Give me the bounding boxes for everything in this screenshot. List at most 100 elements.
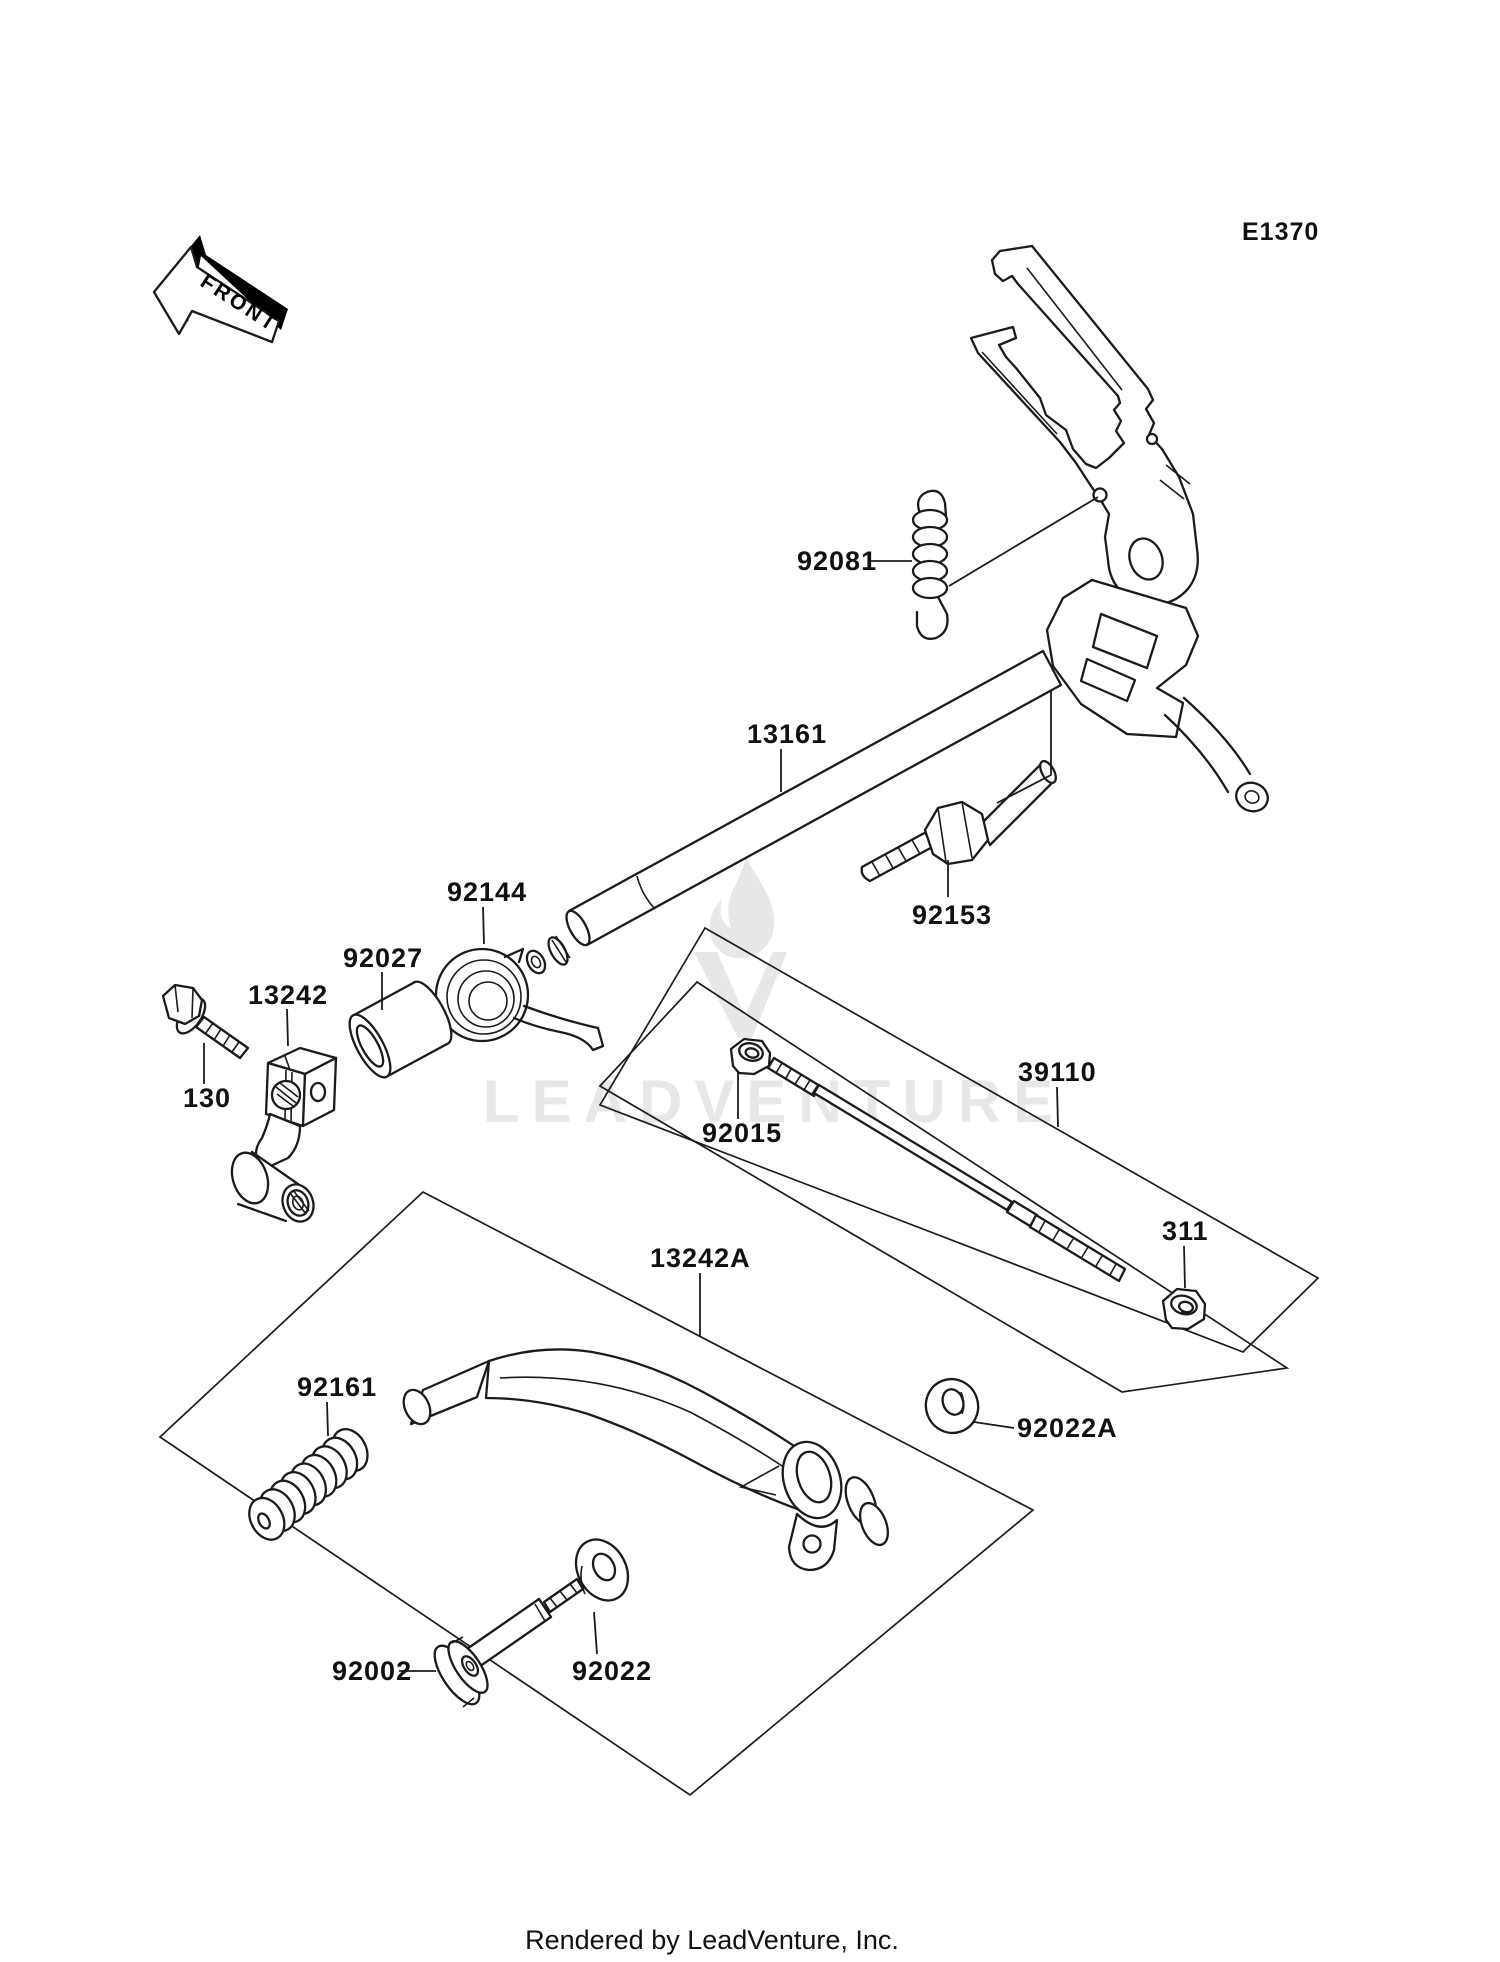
drawing-primitive xyxy=(446,959,522,1035)
drawing-primitive xyxy=(812,1083,1014,1212)
drawing-primitive xyxy=(236,1150,300,1223)
drawing-primitive xyxy=(911,576,949,600)
drawing-primitive xyxy=(915,595,949,640)
part-number-13242A[interactable]: 13242A xyxy=(650,1243,751,1273)
assembly-group-outlines xyxy=(158,926,1320,1797)
part-number-92022[interactable]: 92022 xyxy=(572,1656,652,1686)
drawing-primitive xyxy=(1235,781,1269,813)
drawing-primitive xyxy=(484,1348,814,1512)
drawing-primitive xyxy=(960,1391,965,1415)
group-outline-pedal-parts xyxy=(158,1190,1035,1797)
part-drawing-92015-nut[interactable] xyxy=(729,1037,772,1076)
drawing-primitive xyxy=(1163,696,1252,794)
drawing-primitive xyxy=(551,935,571,963)
part-drawing-13242-shift-arm[interactable] xyxy=(226,1046,338,1226)
part-drawing-92144-torsion-spring[interactable] xyxy=(434,947,605,1052)
part-number-92015[interactable]: 92015 xyxy=(702,1118,782,1148)
leader-line-92022 xyxy=(593,1611,598,1655)
drawing-primitive xyxy=(923,800,990,866)
part-number-92153[interactable]: 92153 xyxy=(912,900,992,930)
drawing-primitive xyxy=(1159,464,1191,500)
part-number-92081[interactable]: 92081 xyxy=(797,546,877,576)
drawing-primitive xyxy=(465,1660,475,1672)
drawing-primitive xyxy=(503,947,525,964)
part-number-92144[interactable]: 92144 xyxy=(447,877,527,907)
part-number-39110[interactable]: 39110 xyxy=(1018,1057,1097,1087)
drawing-primitive xyxy=(916,489,948,518)
drawing-primitive xyxy=(460,1655,480,1677)
drawing-primitive xyxy=(580,1565,586,1595)
group-outline-pedal-arm xyxy=(598,980,1290,1393)
drawing-primitive xyxy=(230,1151,270,1205)
drawing-primitive xyxy=(565,909,591,947)
leader-line-92022A xyxy=(973,1421,1015,1429)
part-drawing-shift-mechanism-lever[interactable] xyxy=(969,244,1272,816)
drawing-primitive xyxy=(1028,1213,1127,1283)
front-direction-arrow: FRONT xyxy=(152,235,288,344)
drawing-primitive xyxy=(451,1636,475,1708)
drawing-primitive xyxy=(802,1534,822,1554)
drawing-primitive xyxy=(161,983,204,1026)
drawing-primitive xyxy=(291,1195,305,1211)
part-drawing-13242A-shift-pedal[interactable] xyxy=(399,1348,894,1572)
drawing-primitive xyxy=(591,1552,617,1582)
part-drawing-39110-tie-rod[interactable] xyxy=(766,1056,1127,1283)
page-code: E1370 xyxy=(1242,218,1319,246)
drawing-primitive xyxy=(174,984,194,1019)
drawing-primitive xyxy=(795,1450,833,1504)
leader-line-92161 xyxy=(326,1401,329,1437)
part-number-13161[interactable]: 13161 xyxy=(747,719,827,749)
front-arrow-face xyxy=(152,245,281,344)
leader-line-92144 xyxy=(482,906,485,945)
part-drawing-92161-pedal-rubber[interactable] xyxy=(242,1423,374,1546)
drawing-primitive xyxy=(871,832,934,877)
drawing-primitive xyxy=(204,1022,240,1053)
drawing-primitive xyxy=(275,1082,299,1107)
drawing-primitive xyxy=(775,1062,819,1095)
part-drawing-92027-collar[interactable] xyxy=(342,976,459,1083)
group-outline-shift-rod xyxy=(598,926,1320,1353)
drawing-primitive xyxy=(738,1465,780,1496)
part-drawing-13161-shift-shaft[interactable] xyxy=(523,649,1063,976)
part-number-92002[interactable]: 92002 xyxy=(332,1656,412,1686)
drawing-primitive xyxy=(937,801,973,863)
drawing-primitive xyxy=(744,1047,760,1059)
part-number-130[interactable]: 130 xyxy=(183,1083,231,1113)
drawing-primitive xyxy=(402,1388,432,1426)
part-number-92161[interactable]: 92161 xyxy=(297,1372,377,1402)
drawing-primitive xyxy=(859,1501,889,1547)
watermark-text: LEADVENTURE xyxy=(483,1068,1065,1135)
drawing-primitive xyxy=(1038,1220,1117,1276)
drawing-primitive xyxy=(549,1583,578,1608)
drawing-primitive xyxy=(309,1081,327,1103)
leader-line-92153 xyxy=(996,690,1052,804)
part-drawing-130-bolt[interactable] xyxy=(161,983,250,1060)
part-drawing-92022-washer[interactable] xyxy=(566,1530,638,1609)
drawing-primitive xyxy=(534,1603,546,1622)
drawing-primitive xyxy=(355,1024,385,1068)
drawing-primitive xyxy=(1039,759,1057,785)
leader-line-92081 xyxy=(948,496,1099,587)
drawing-primitive xyxy=(1145,432,1159,446)
part-number-311[interactable]: 311 xyxy=(1162,1216,1209,1246)
part-number-92027[interactable]: 92027 xyxy=(343,943,423,973)
drawing-primitive xyxy=(1180,1310,1192,1315)
drawing-primitive xyxy=(468,981,508,1021)
flame-watermark-icon xyxy=(709,857,775,959)
footer-credit: Rendered by LeadVenture, Inc. xyxy=(525,1925,899,1955)
drawing-primitive xyxy=(860,829,938,883)
drawing-primitive xyxy=(352,980,449,1079)
drawing-primitive xyxy=(457,970,515,1028)
part-number-92022A[interactable]: 92022A xyxy=(1017,1413,1118,1443)
part-drawing-92081-spring[interactable] xyxy=(911,489,949,640)
drawing-primitive xyxy=(1244,790,1260,804)
part-drawing-92002-bolt[interactable] xyxy=(426,1577,585,1711)
leader-line-311 xyxy=(1183,1245,1186,1289)
part-drawing-311-nut[interactable] xyxy=(1161,1287,1207,1331)
part-drawing-92022A-washer[interactable] xyxy=(918,1372,985,1441)
v-watermark-icon xyxy=(694,952,787,1038)
part-number-13242[interactable]: 13242 xyxy=(248,980,328,1010)
drawing-primitive xyxy=(1091,612,1159,670)
